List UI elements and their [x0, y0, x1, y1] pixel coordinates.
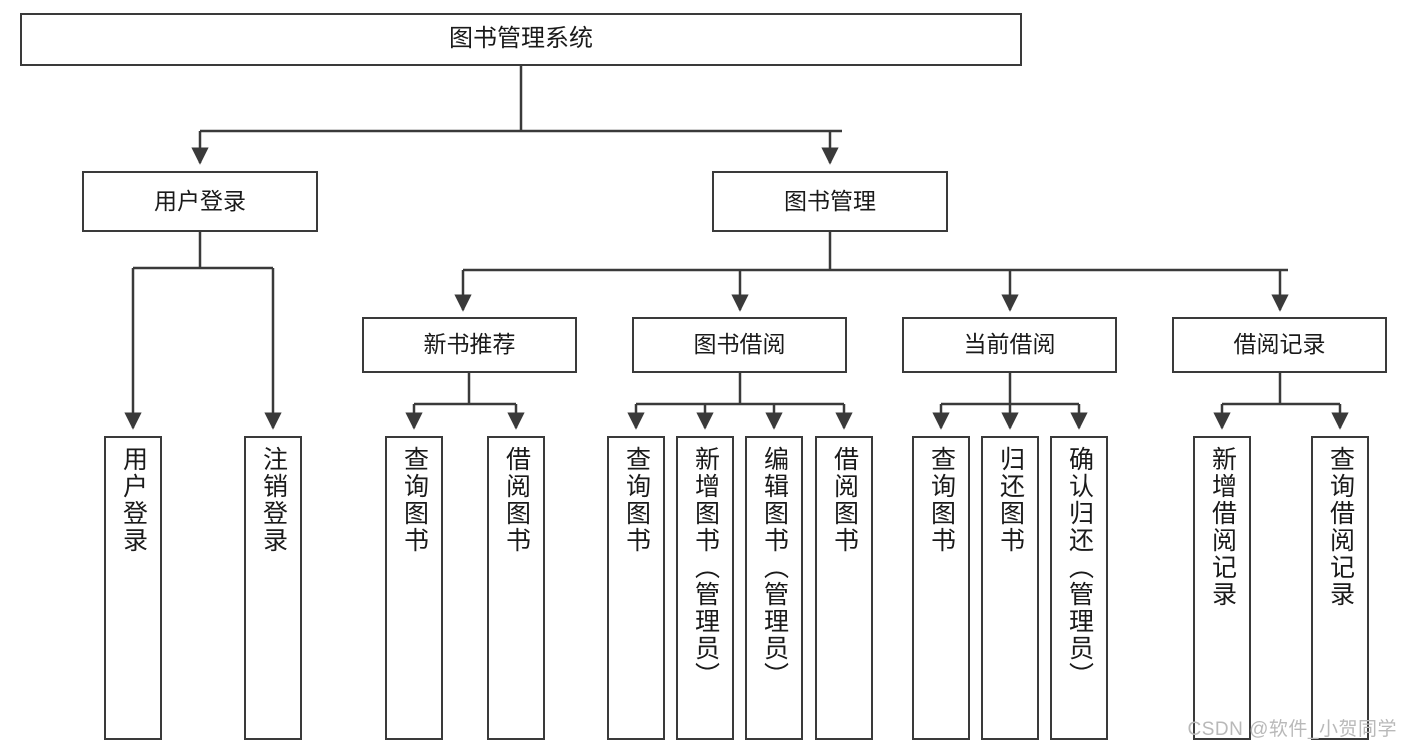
node-label: 归还图书 [996, 446, 1025, 554]
node-label: 查询图书 [400, 446, 429, 554]
node-book-borrow[interactable]: 图书借阅 [632, 317, 847, 373]
node-label: 注销登录 [259, 446, 288, 554]
node-user-login[interactable]: 用户登录 [82, 171, 318, 232]
node-label: 借阅图书 [830, 446, 859, 554]
node-label: 图书借阅 [693, 331, 786, 358]
leaf-borrow-edit-book-admin[interactable]: 编辑图书（管理员） [745, 436, 803, 740]
leaf-record-query-record[interactable]: 查询借阅记录 [1311, 436, 1369, 740]
node-label: 当前借阅 [963, 331, 1056, 358]
leaf-record-add-record[interactable]: 新增借阅记录 [1193, 436, 1251, 740]
leaf-current-confirm-return-admin[interactable]: 确认归还（管理员） [1050, 436, 1108, 740]
leaf-user-login-signout[interactable]: 注销登录 [244, 436, 302, 740]
node-label: 用户登录 [119, 446, 148, 554]
node-label: 查询图书 [622, 446, 651, 554]
watermark-text: CSDN @软件_小贺同学 [1187, 719, 1397, 740]
node-label: 新增图书（管理员） [691, 446, 720, 689]
node-label: 借阅图书 [502, 446, 531, 554]
node-book-management[interactable]: 图书管理 [712, 171, 948, 232]
leaf-borrow-query-book[interactable]: 查询图书 [607, 436, 665, 740]
node-borrow-record[interactable]: 借阅记录 [1172, 317, 1387, 373]
leaf-current-return-book[interactable]: 归还图书 [981, 436, 1039, 740]
node-label: 用户登录 [154, 187, 246, 214]
node-label: 新增借阅记录 [1208, 446, 1237, 608]
leaf-borrow-add-book-admin[interactable]: 新增图书（管理员） [676, 436, 734, 740]
node-label: 确认归还（管理员） [1065, 446, 1094, 689]
node-new-book-recommend[interactable]: 新书推荐 [362, 317, 577, 373]
leaf-recommend-query-book[interactable]: 查询图书 [385, 436, 443, 740]
node-label: 借阅记录 [1233, 331, 1326, 358]
node-label: 查询图书 [927, 446, 956, 554]
node-label: 新书推荐 [423, 331, 516, 358]
node-label: 图书管理 [784, 187, 876, 214]
leaf-user-login-signin[interactable]: 用户登录 [104, 436, 162, 740]
leaf-current-query-book[interactable]: 查询图书 [912, 436, 970, 740]
leaf-borrow-borrow-book[interactable]: 借阅图书 [815, 436, 873, 740]
node-label: 编辑图书（管理员） [760, 446, 789, 689]
node-current-borrow[interactable]: 当前借阅 [902, 317, 1117, 373]
node-label: 图书管理系统 [449, 25, 593, 53]
node-root-system[interactable]: 图书管理系统 [20, 13, 1022, 66]
leaf-recommend-borrow-book[interactable]: 借阅图书 [487, 436, 545, 740]
node-label: 查询借阅记录 [1326, 446, 1355, 608]
